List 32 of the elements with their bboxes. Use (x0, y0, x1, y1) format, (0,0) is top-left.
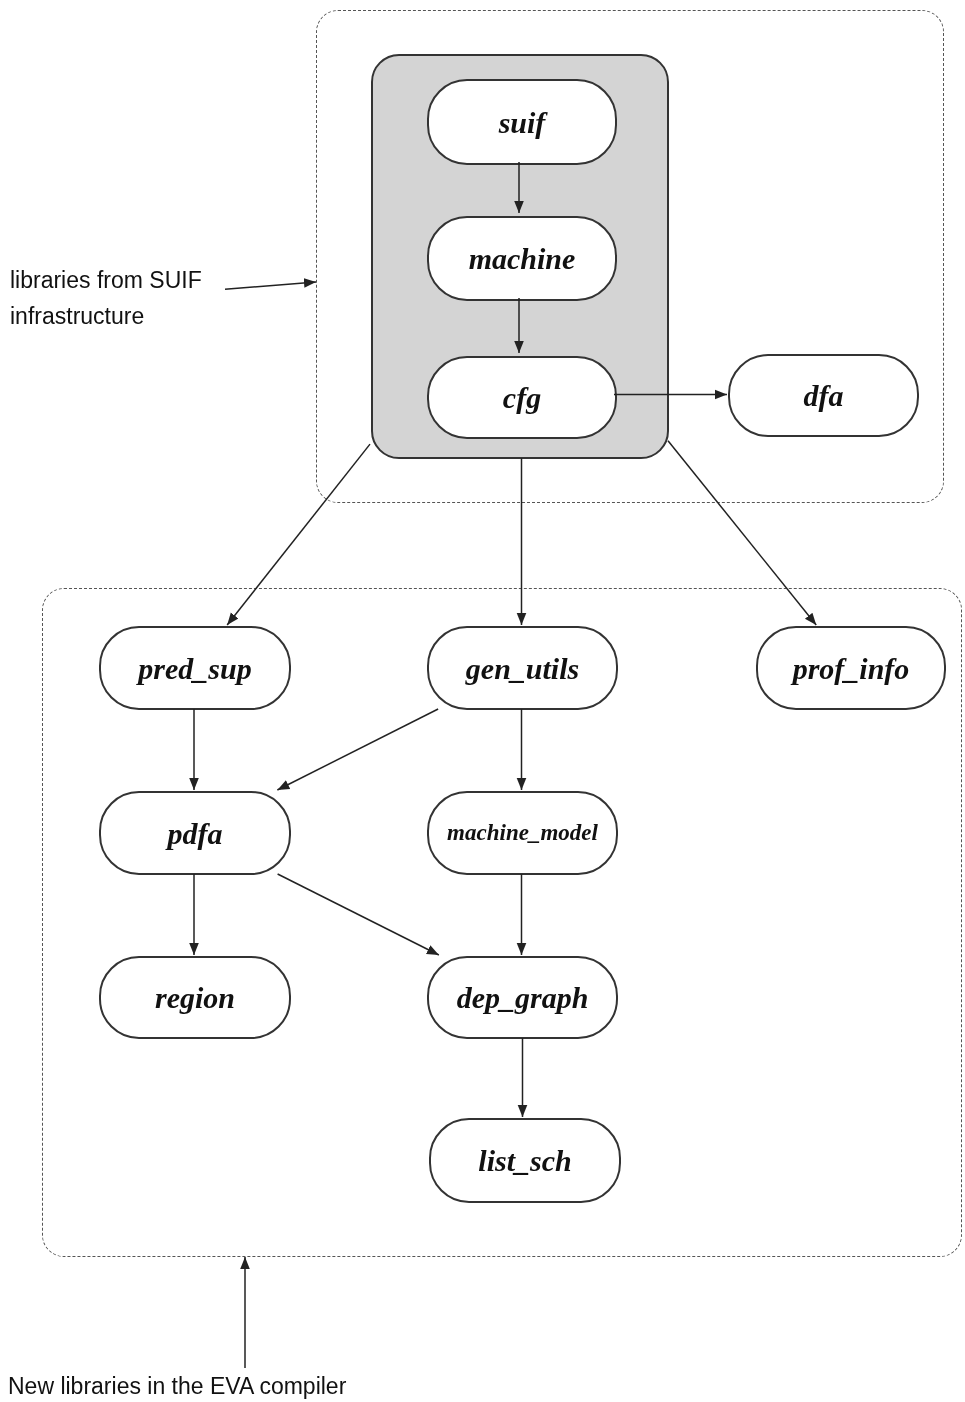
library-node: cfg (427, 356, 617, 439)
library-node: machine_model (427, 791, 618, 875)
library-node: dfa (728, 354, 919, 437)
arrow (276, 873, 440, 956)
arrow (189, 708, 199, 791)
arrow (224, 278, 317, 291)
library-node: list_sch (429, 1118, 621, 1203)
arrow (516, 708, 527, 791)
arrow (667, 440, 817, 626)
shaded-group-box (371, 54, 669, 459)
arrow (276, 708, 439, 791)
library-node: pdfa (99, 791, 291, 875)
arrow (514, 297, 524, 354)
dashed-group-box (316, 10, 944, 503)
annotation-text: libraries from SUIF infrastructure (10, 262, 225, 334)
arrow (189, 873, 199, 956)
library-node: prof_info (756, 626, 946, 710)
arrow (517, 1037, 528, 1118)
arrow (226, 443, 371, 626)
library-node: pred_sup (99, 626, 291, 710)
annotation-text: New libraries in the EVA compiler (8, 1368, 448, 1402)
library-node: machine (427, 216, 617, 301)
library-node: gen_utils (427, 626, 618, 710)
arrow (516, 457, 527, 626)
arrow (240, 1256, 250, 1369)
library-node: region (99, 956, 291, 1039)
dashed-group-box (42, 588, 962, 1257)
arrow (516, 873, 527, 956)
library-node: dep_graph (427, 956, 618, 1039)
library-node: suif (427, 79, 617, 165)
arrow (613, 389, 728, 400)
arrow (514, 161, 524, 214)
